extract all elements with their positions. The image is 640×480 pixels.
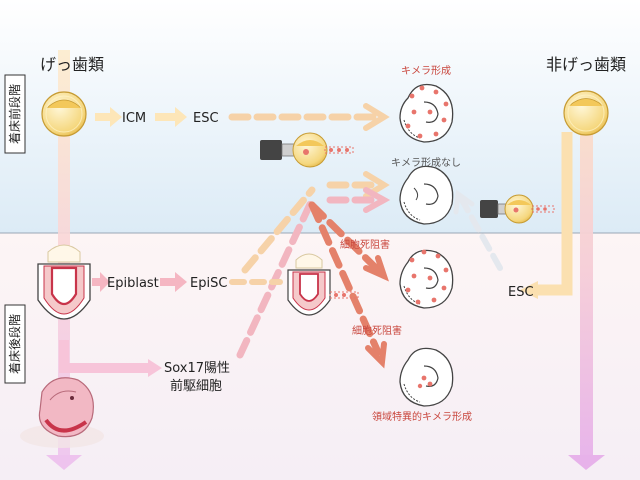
cell-death-label-2: 細胞死阻害 — [352, 324, 402, 337]
rodent-blastocyst — [41, 91, 87, 137]
episc-arrow — [160, 272, 187, 292]
cell-death-arrow-2 — [308, 201, 382, 356]
pre-implantation-label: 着床前段階 — [7, 84, 22, 144]
injection-setup-pre — [260, 132, 354, 168]
chimera-embryo — [399, 83, 454, 143]
post-stage-box — [4, 304, 26, 384]
regional-chimera-label: 領域特異的キメラ形成 — [372, 410, 472, 423]
no-chimera-embryo — [399, 165, 454, 225]
icm-label: ICM — [122, 111, 146, 126]
pre-stage-box — [4, 74, 26, 154]
sox17-branch-arrow-head — [148, 359, 162, 377]
sox17-label-line1: Sox17陽性 — [164, 361, 230, 376]
esc-arrow — [155, 107, 187, 127]
episc-up-arrow — [241, 186, 316, 274]
non-rodent-blastocyst — [563, 90, 609, 136]
cell-death-label-1: 細胞死阻害 — [340, 238, 390, 251]
non-rodent-esc-to-no-chimera-arrow-head — [453, 189, 475, 215]
non-rodent-esc-arrow — [538, 132, 573, 296]
regional-chimera-embryo — [399, 347, 454, 407]
pink-to-no-chimera-arrow-head — [363, 187, 391, 213]
non-rodent-esc-arrow-head — [520, 281, 538, 299]
no-chimera-label: キメラ形成なし — [391, 157, 461, 169]
epiblast-label: Epiblast — [107, 276, 159, 291]
cell-death-arrow-1-head — [363, 255, 389, 282]
icm-arrow — [95, 107, 122, 127]
non-rodent-esc-label: ESC — [508, 285, 534, 300]
egg-cylinder-injection — [287, 253, 359, 316]
non-rodent-header: 非げっ歯類 — [546, 55, 626, 74]
esc-to-chimera-arrow-head — [363, 103, 390, 131]
sox17-up-arrow — [236, 196, 316, 359]
rodent-header: げっ歯類 — [40, 55, 104, 74]
epiblast-arrow — [92, 272, 110, 292]
chimera-label: キメラ形成 — [401, 65, 451, 77]
injection-setup-non-rodent — [480, 194, 555, 224]
sox17-label-line2: 前駆細胞 — [170, 378, 222, 394]
post-implantation-label: 着床後段階 — [7, 314, 22, 374]
episc-label: EpiSC — [190, 276, 227, 291]
cell-death-arrow-1 — [308, 201, 382, 274]
non-rodent-esc-to-no-chimera-arrow — [459, 197, 503, 271]
rodent-egg-cylinder — [37, 244, 91, 320]
rodent-fetus — [20, 377, 104, 448]
transfer-arrows — [228, 103, 503, 369]
esc-label: ESC — [193, 111, 219, 126]
cell-death-arrow-2-head — [365, 341, 387, 369]
sox17-branch-arrow — [59, 340, 148, 373]
non-rodent-development-arrow — [568, 100, 605, 470]
chimera-embryo-post — [399, 249, 454, 309]
